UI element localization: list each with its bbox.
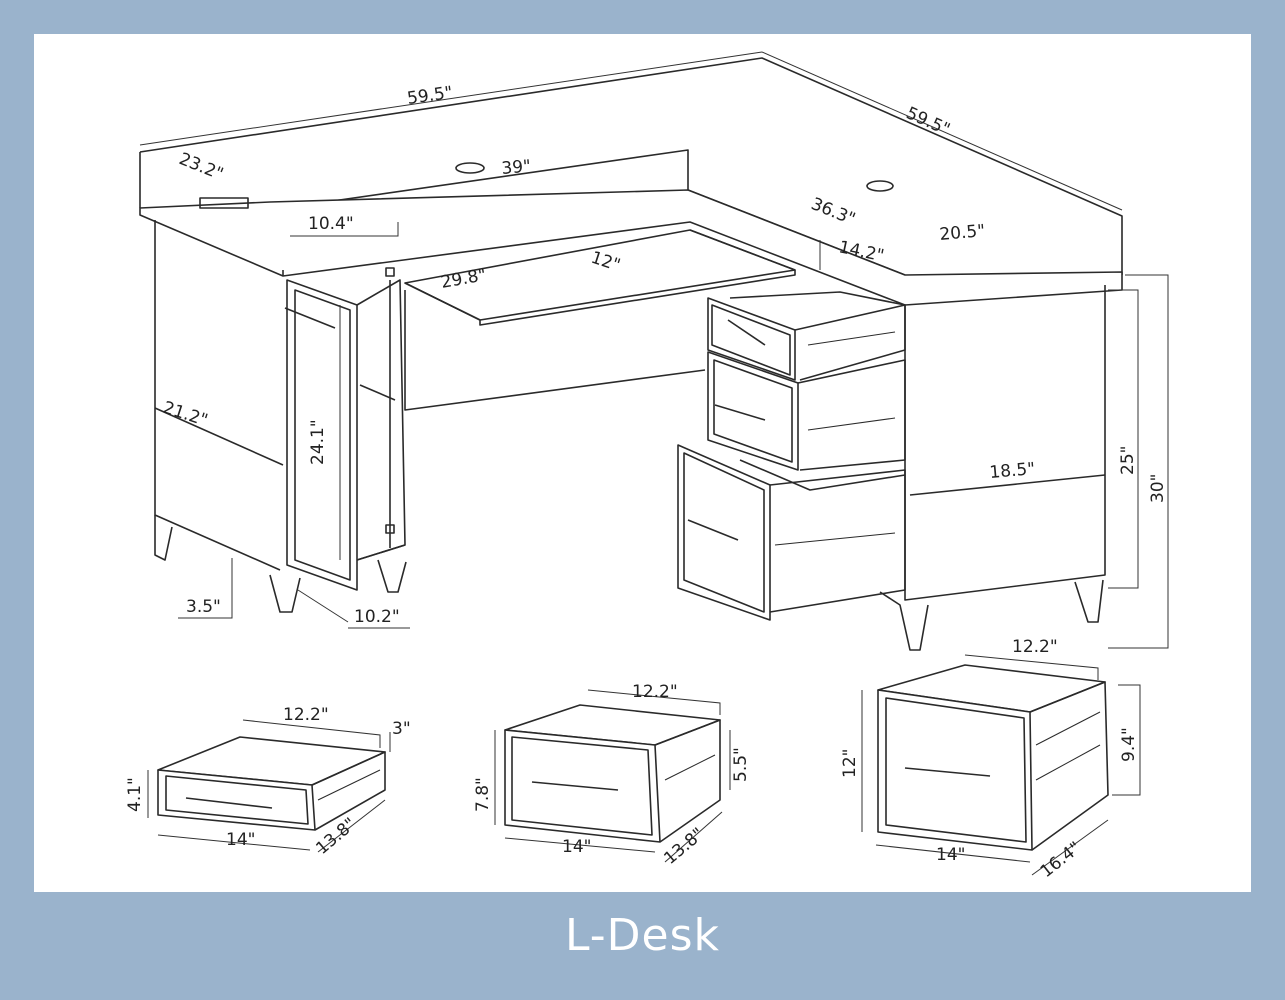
medium-drawer-drawing: 12.2" 7.8" 5.5" 14" 13.8": [473, 682, 751, 869]
dim-center-span: 39": [501, 156, 532, 178]
file-drawer-front: 14": [936, 845, 965, 865]
dim-pedestal-depth: 18.5": [989, 459, 1036, 483]
dim-right-span: 36.3": [808, 194, 858, 230]
dim-cubby-width: 10.4": [308, 214, 354, 234]
medium-drawer-height: 7.8": [473, 777, 493, 812]
dim-top-width-right: 59.5": [903, 103, 953, 140]
file-drawer-depth: 16.4": [1037, 838, 1085, 882]
dim-knee-height: 25": [1118, 446, 1138, 475]
small-drawer-front: 14": [226, 830, 255, 850]
medium-drawer-width-top: 12.2": [632, 682, 678, 702]
small-drawer-height: 4.1": [125, 777, 145, 812]
dim-depth-left: 23.2": [176, 149, 226, 185]
file-drawer-drawing: 12.2" 12" 9.4" 14" 16.4": [840, 637, 1141, 882]
medium-drawer-front: 14": [562, 837, 591, 857]
small-drawer-inner: 3": [392, 719, 411, 739]
caption-title: L-Desk: [565, 910, 720, 961]
dim-side-depth: 21.2": [160, 398, 210, 431]
file-drawer-width-top: 12.2": [1012, 637, 1058, 657]
file-drawer-inner: 9.4": [1119, 727, 1139, 762]
dim-total-height: 30": [1148, 474, 1168, 503]
dim-right-depth: 20.5": [939, 221, 986, 245]
desk-drawing: [139, 57, 1123, 651]
small-drawer-width-top: 12.2": [283, 705, 329, 725]
medium-drawer-inner: 5.5": [731, 747, 751, 782]
small-drawer-drawing: 12.2" 4.1" 3" 14" 13.8": [125, 705, 411, 859]
small-drawer-depth: 13.8": [312, 814, 360, 859]
dim-cabinet-width: 10.2": [354, 607, 400, 627]
dim-door-height: 24.1": [308, 419, 328, 465]
file-drawer-height: 12": [840, 749, 860, 778]
dim-leg-height: 3.5": [186, 597, 221, 617]
desk-dimension-lines: [139, 51, 1169, 649]
l-desk-dimension-diagram: 59.5" 59.5" 23.2" 39" 36.3" 20.5" 10.4" …: [125, 51, 1169, 882]
